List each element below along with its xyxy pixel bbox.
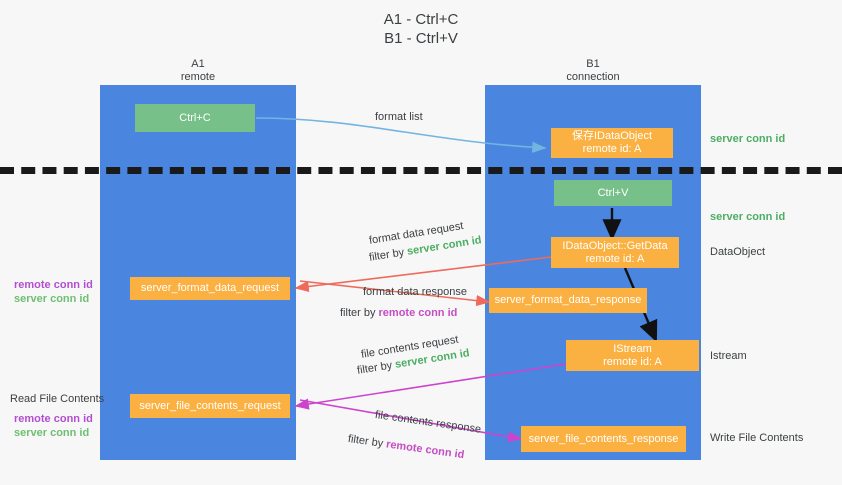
box-istream-sub: remote id: A bbox=[603, 355, 662, 368]
annotation-conn-ids-format: remote conn id server conn id bbox=[14, 278, 93, 306]
annotation-read-file-contents: Read File Contents bbox=[10, 393, 105, 405]
box-server-file-contents-response[interactable]: server_file_contents_response bbox=[521, 426, 686, 452]
phase-divider bbox=[0, 167, 842, 174]
box-server-format-data-request[interactable]: server_format_data_request bbox=[130, 277, 290, 300]
lane-header-a1: A1 remote bbox=[100, 58, 296, 84]
edge-label-file-contents-response-text: file contents response bbox=[374, 408, 482, 436]
lane-header-b1: B1 connection bbox=[485, 58, 701, 84]
annotation-server-conn-id-top: server conn id bbox=[710, 133, 786, 145]
edge-label-format-data-response-filter: filter by remote conn id bbox=[340, 306, 457, 320]
box-ctrl-c-label: Ctrl+C bbox=[179, 111, 211, 124]
box-getdata[interactable]: IDataObject::GetData remote id: A bbox=[551, 237, 679, 268]
edge-label-format-list-text: format list bbox=[375, 111, 423, 123]
edge-label-format-list: format list bbox=[375, 110, 423, 124]
filter-key-remote-conn-id: remote conn id bbox=[378, 307, 458, 319]
box-server-file-contents-request-label: server_file_contents_request bbox=[139, 399, 281, 412]
box-istream-label: IStream bbox=[613, 342, 652, 355]
lane-a1-sub: remote bbox=[180, 71, 216, 83]
annotation-conn-ids-file: remote conn id server conn id bbox=[14, 412, 93, 440]
annotation-server-conn-id-second: server conn id bbox=[710, 211, 786, 223]
edge-label-file-contents-response: file contents response bbox=[374, 408, 482, 437]
edge-label-format-data-response: format data response bbox=[363, 285, 467, 299]
edge-label-format-data-response-text: format data response bbox=[363, 286, 467, 298]
box-istream[interactable]: IStream remote id: A bbox=[566, 340, 699, 371]
box-server-format-data-request-label: server_format_data_request bbox=[140, 282, 280, 294]
lane-a1-name: A1 bbox=[191, 58, 205, 70]
box-ctrl-v[interactable]: Ctrl+V bbox=[554, 180, 672, 206]
box-getdata-sub: remote id: A bbox=[585, 252, 645, 265]
annotation-remote-conn-id: remote conn id bbox=[14, 279, 93, 291]
box-ctrl-v-label: Ctrl+V bbox=[597, 186, 629, 199]
annotation-istream: Istream bbox=[710, 350, 747, 362]
annotation-write-file-contents: Write File Contents bbox=[710, 432, 804, 444]
filter-prefix: filter by bbox=[340, 307, 379, 319]
filter-prefix: filter by bbox=[368, 245, 409, 264]
box-save-idataobject-sub: remote id: A bbox=[582, 143, 642, 155]
page-title: A1 - Ctrl+C B1 - Ctrl+V bbox=[0, 10, 842, 48]
annotation-server-conn-id: server conn id bbox=[14, 293, 90, 305]
edge-label-file-contents-response-filter: filter by remote conn id bbox=[347, 432, 465, 462]
title-line-1: A1 - Ctrl+C bbox=[383, 11, 459, 28]
box-server-file-contents-response-label: server_file_contents_response bbox=[528, 432, 679, 445]
annotation-dataobject: DataObject bbox=[710, 246, 766, 258]
box-save-idataobject-label: 保存IDataObject bbox=[571, 130, 653, 142]
box-server-format-data-response[interactable]: server_format_data_response bbox=[489, 288, 647, 313]
title-line-2: B1 - Ctrl+V bbox=[384, 30, 458, 47]
box-getdata-label: IDataObject::GetData bbox=[562, 239, 668, 252]
box-server-format-data-response-label: server_format_data_response bbox=[494, 294, 642, 306]
filter-key-remote-conn-id: remote conn id bbox=[385, 438, 466, 462]
annotation-remote-conn-id: remote conn id bbox=[14, 413, 93, 425]
filter-prefix: filter by bbox=[347, 432, 388, 451]
box-save-idataobject[interactable]: 保存IDataObject remote id: A bbox=[551, 128, 673, 158]
box-server-file-contents-request[interactable]: server_file_contents_request bbox=[130, 394, 290, 418]
box-ctrl-c[interactable]: Ctrl+C bbox=[135, 104, 255, 132]
annotation-server-conn-id: server conn id bbox=[14, 427, 90, 439]
lane-b1-sub: connection bbox=[566, 71, 620, 83]
lane-b1-name: B1 bbox=[586, 58, 600, 70]
